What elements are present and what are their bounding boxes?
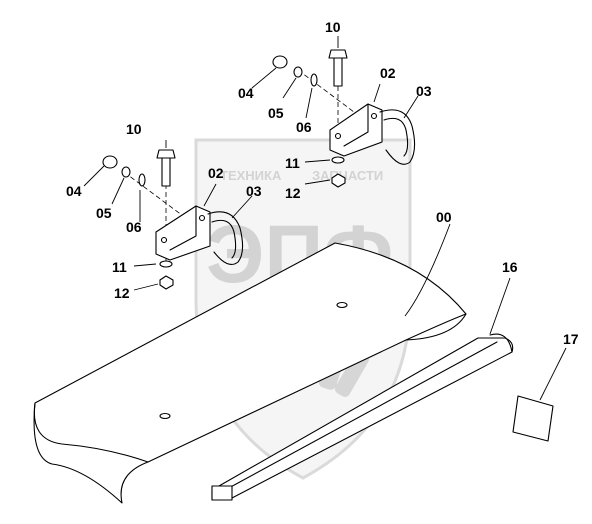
label-part-11-lower: 11 [112,259,127,275]
label-part-03-upper: 03 [416,83,432,99]
washer-icon [293,66,303,78]
label-part-05-upper: 05 [268,105,284,121]
callout-labels: 10 02 03 04 05 06 11 12 10 02 03 04 05 0… [66,19,579,347]
upper-bracket-assembly [251,36,419,188]
label-part-06-lower: 06 [126,219,142,235]
label-part-17: 17 [563,331,579,347]
lower-bracket-assembly [83,140,253,291]
label-part-06-upper: 06 [296,119,312,135]
lock-washer-icon [138,173,146,187]
cap-nut-icon [102,155,118,169]
label-part-02-upper: 02 [380,65,396,81]
label-part-04-lower: 04 [66,183,82,199]
label-part-16: 16 [502,259,518,275]
label-part-10-upper: 10 [325,19,341,35]
lock-washer-icon [310,73,318,87]
label-part-03-lower: 03 [246,183,262,199]
label-part-04-upper: 04 [238,85,254,101]
cap-nut-icon [272,55,288,69]
label-part-02-lower: 02 [208,165,224,181]
label-part-12-lower: 12 [114,285,130,301]
washer-icon [121,166,131,178]
label-plate-part-17 [512,347,567,442]
watermark-text-1: ТЕХНИКА [220,168,282,183]
rubber-strip-part-16 [211,277,514,501]
label-part-00: 00 [436,209,452,225]
label-part-11-upper: 11 [285,155,300,171]
label-part-12-upper: 12 [285,185,301,201]
shield-panel-part-00 [33,223,467,504]
label-part-10-lower: 10 [126,121,142,137]
label-part-05-lower: 05 [96,205,112,221]
watermark-text-2: ЗАПЧАСТИ [312,168,383,183]
